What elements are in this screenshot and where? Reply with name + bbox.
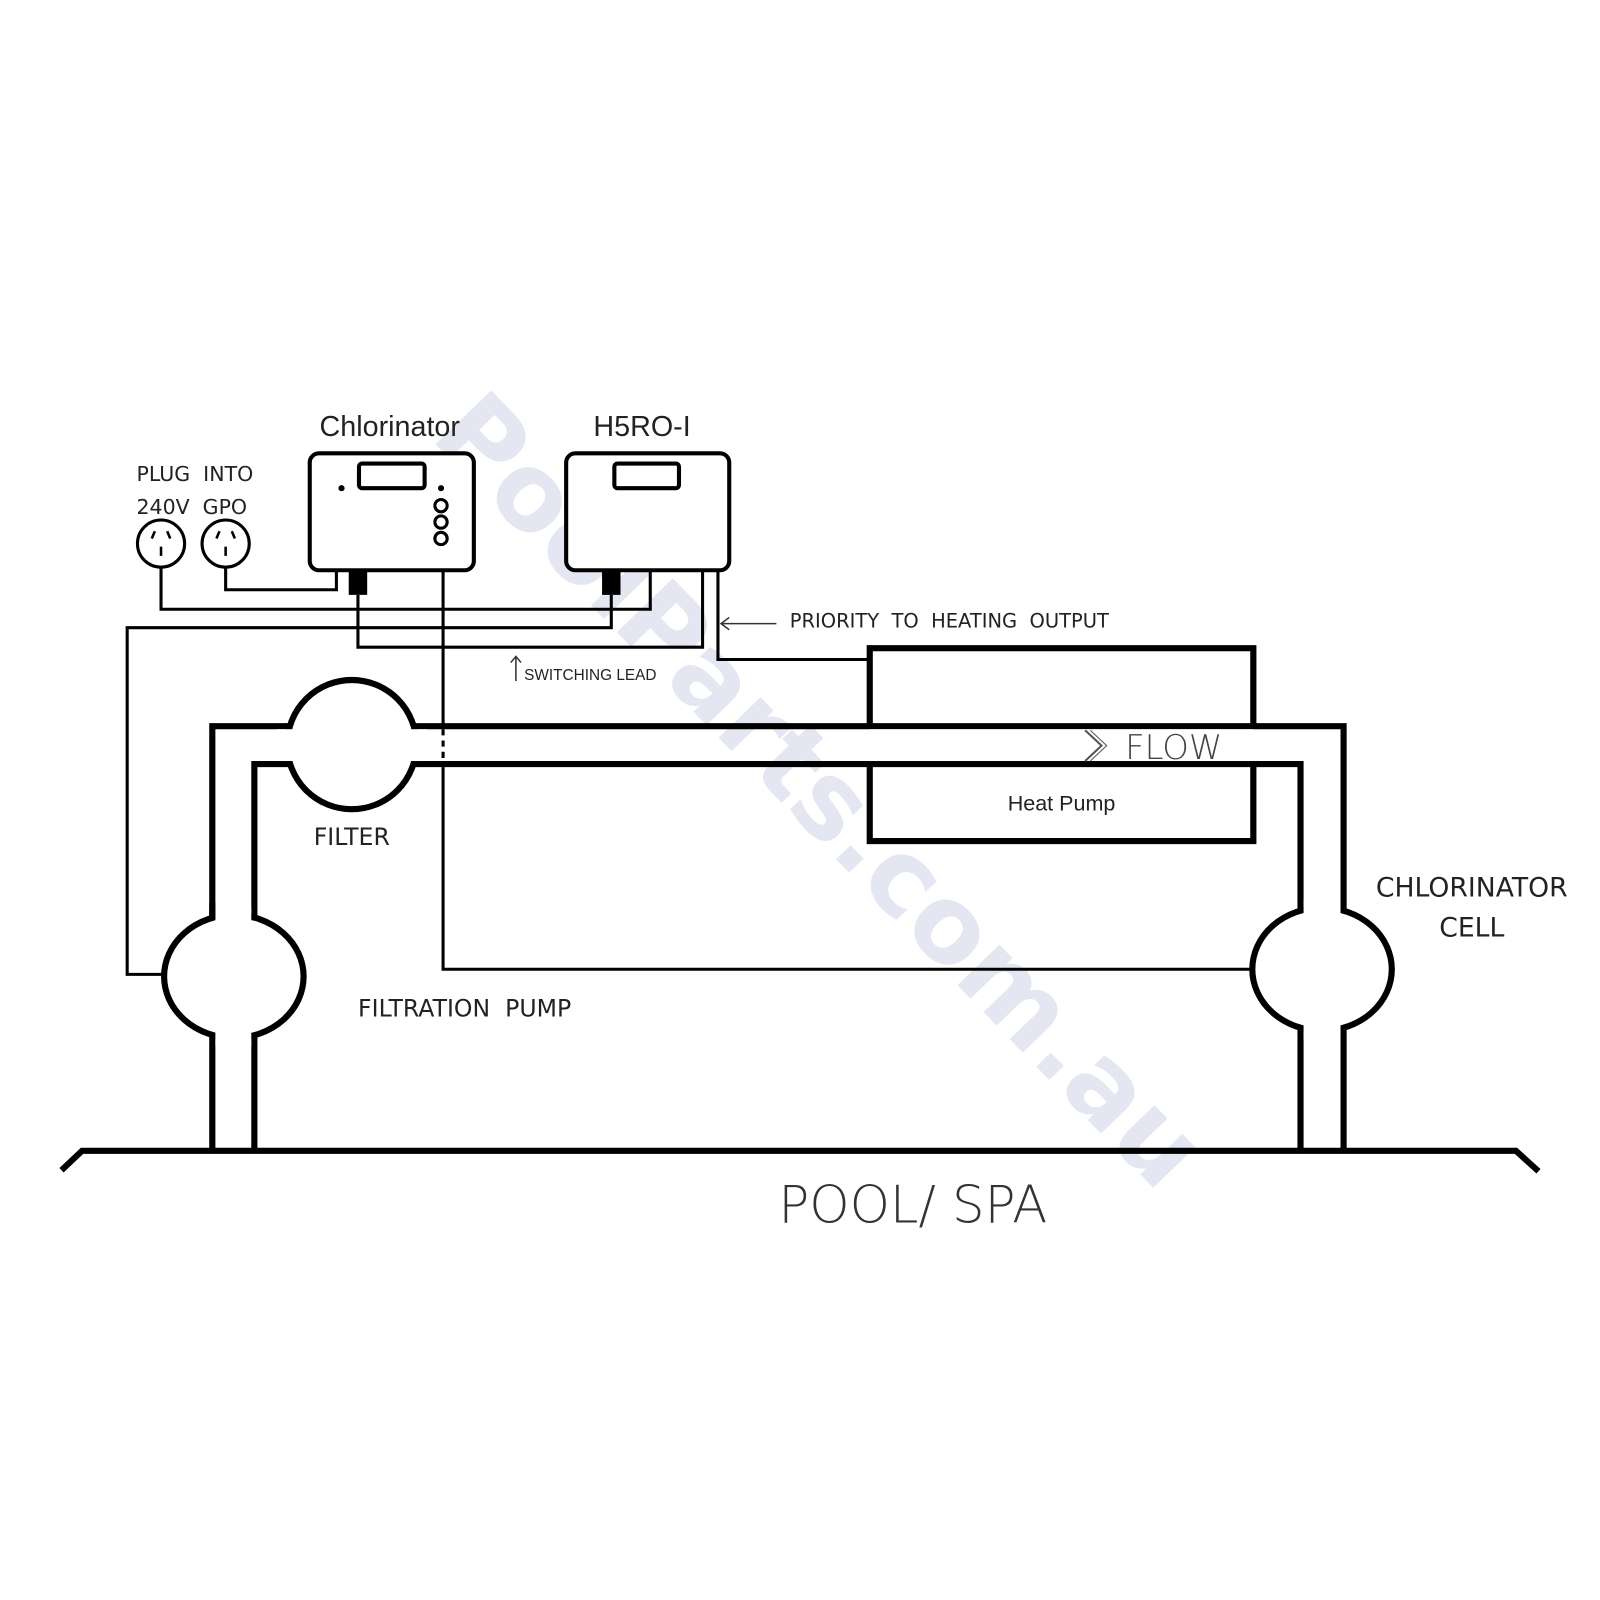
power-outlet-2 (200, 518, 251, 569)
heat-pump-label: Heat Pump (1008, 791, 1116, 815)
filtration-pump-label: FILTRATION PUMP (358, 994, 571, 1022)
plug-connector (348, 570, 368, 595)
plug-label-line1: PLUG INTO (137, 462, 254, 486)
plug-connector (602, 570, 621, 595)
pool-edge (59, 1147, 1541, 1174)
heat-pump: Heat Pump (866, 645, 1257, 845)
switching-lead-arrow-icon (510, 655, 522, 682)
flow-chevron-icon (1084, 729, 1108, 762)
wiring (125, 567, 1253, 976)
switching-lead-label: SWITCHING LEAD (524, 667, 656, 684)
priority-label: PRIORITY TO HEATING OUTPUT (790, 610, 1109, 633)
chlorinator-label: Chlorinator (320, 411, 461, 443)
button-icon (433, 497, 449, 514)
filtration-pump (161, 902, 307, 1047)
button-icon (433, 514, 449, 530)
chlorinator-cell-label-line1: CHLORINATOR (1376, 872, 1568, 903)
priority-arrow-icon (719, 616, 777, 631)
pool-label: POOL/ SPA (778, 1176, 1047, 1236)
filter (276, 676, 427, 813)
flow-label: FLOW (1125, 728, 1222, 767)
filter-label: FILTER (314, 823, 390, 851)
chlorinator-controller (307, 451, 476, 595)
plug-label-line2: 240V GPO (137, 495, 248, 519)
button-icon (433, 530, 449, 547)
chlorinator-cell (1249, 900, 1395, 1039)
h5ro-label: H5RO-I (593, 411, 690, 443)
h5ro-controller (564, 451, 732, 595)
chlorinator-cell-label-line2: CELL (1439, 912, 1504, 943)
power-outlet-1 (135, 518, 187, 569)
